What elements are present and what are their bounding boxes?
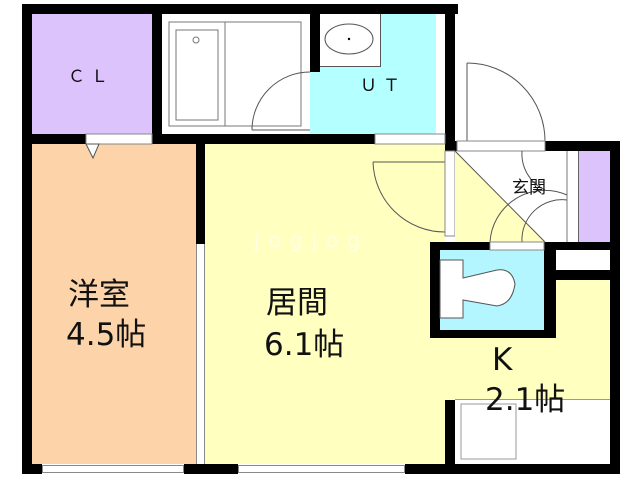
shoe-storage	[578, 150, 611, 242]
wall-kitchen-left	[445, 400, 455, 474]
wall-entrance-top	[445, 141, 457, 151]
living-room	[205, 144, 445, 464]
closet-door-marker	[85, 143, 100, 160]
western-room-size: 4.5帖	[66, 317, 147, 353]
watermark: jogjog	[254, 228, 369, 252]
entrance-label: 玄関	[512, 178, 546, 198]
wall-pipe-top	[544, 242, 614, 250]
front-door-swing	[466, 62, 546, 142]
wall-ut-right	[445, 4, 455, 149]
bath-outline	[168, 21, 302, 127]
wall-bottom-left	[22, 464, 42, 474]
wall-bottom-right	[405, 464, 620, 474]
toilet-icon	[439, 259, 516, 319]
wall-right	[610, 141, 620, 474]
wall-left	[22, 4, 32, 474]
western-room	[32, 144, 196, 464]
washbasin-area	[320, 14, 381, 67]
wall-bath-bottom	[152, 134, 208, 144]
wall-bath-ut-divider	[310, 14, 320, 72]
wall-toilet-right	[544, 242, 556, 338]
wall-bottom-mid	[184, 464, 238, 474]
bath-drain-icon	[192, 36, 200, 44]
kitchen-name: K	[492, 342, 513, 378]
bathtub	[175, 29, 219, 121]
window-living-side	[196, 244, 205, 464]
closet-room	[32, 14, 152, 134]
wall-top	[22, 4, 458, 14]
living-door-swing	[372, 161, 446, 233]
stove-icon	[460, 403, 517, 460]
living-room-size: 6.1帖	[264, 327, 345, 363]
bath-door-swing	[251, 71, 311, 131]
wall-pipe-bottom	[556, 270, 614, 280]
window-living	[238, 465, 405, 473]
wall-entrance-top-right	[545, 141, 620, 151]
living-room-name: 居間	[266, 285, 328, 321]
window-western	[42, 465, 184, 473]
washbasin-icon	[324, 23, 374, 55]
wall-toilet-left	[430, 242, 440, 338]
wall-western-living	[196, 144, 205, 244]
wall-bath-bottom-2	[208, 134, 375, 144]
pipe-space	[556, 250, 610, 270]
bath-room	[162, 14, 310, 134]
wall-toilet-bottom	[430, 330, 556, 338]
wall-toilet-top	[430, 242, 490, 250]
closet-label: ＣＬ	[68, 67, 114, 87]
utility-label: ＵＴ	[360, 76, 406, 96]
kitchen-size: 2.1帖	[485, 382, 566, 418]
western-room-name: 洋室	[68, 277, 130, 313]
wall-closet-bottom	[32, 134, 86, 144]
wall-closet-right	[152, 14, 162, 144]
